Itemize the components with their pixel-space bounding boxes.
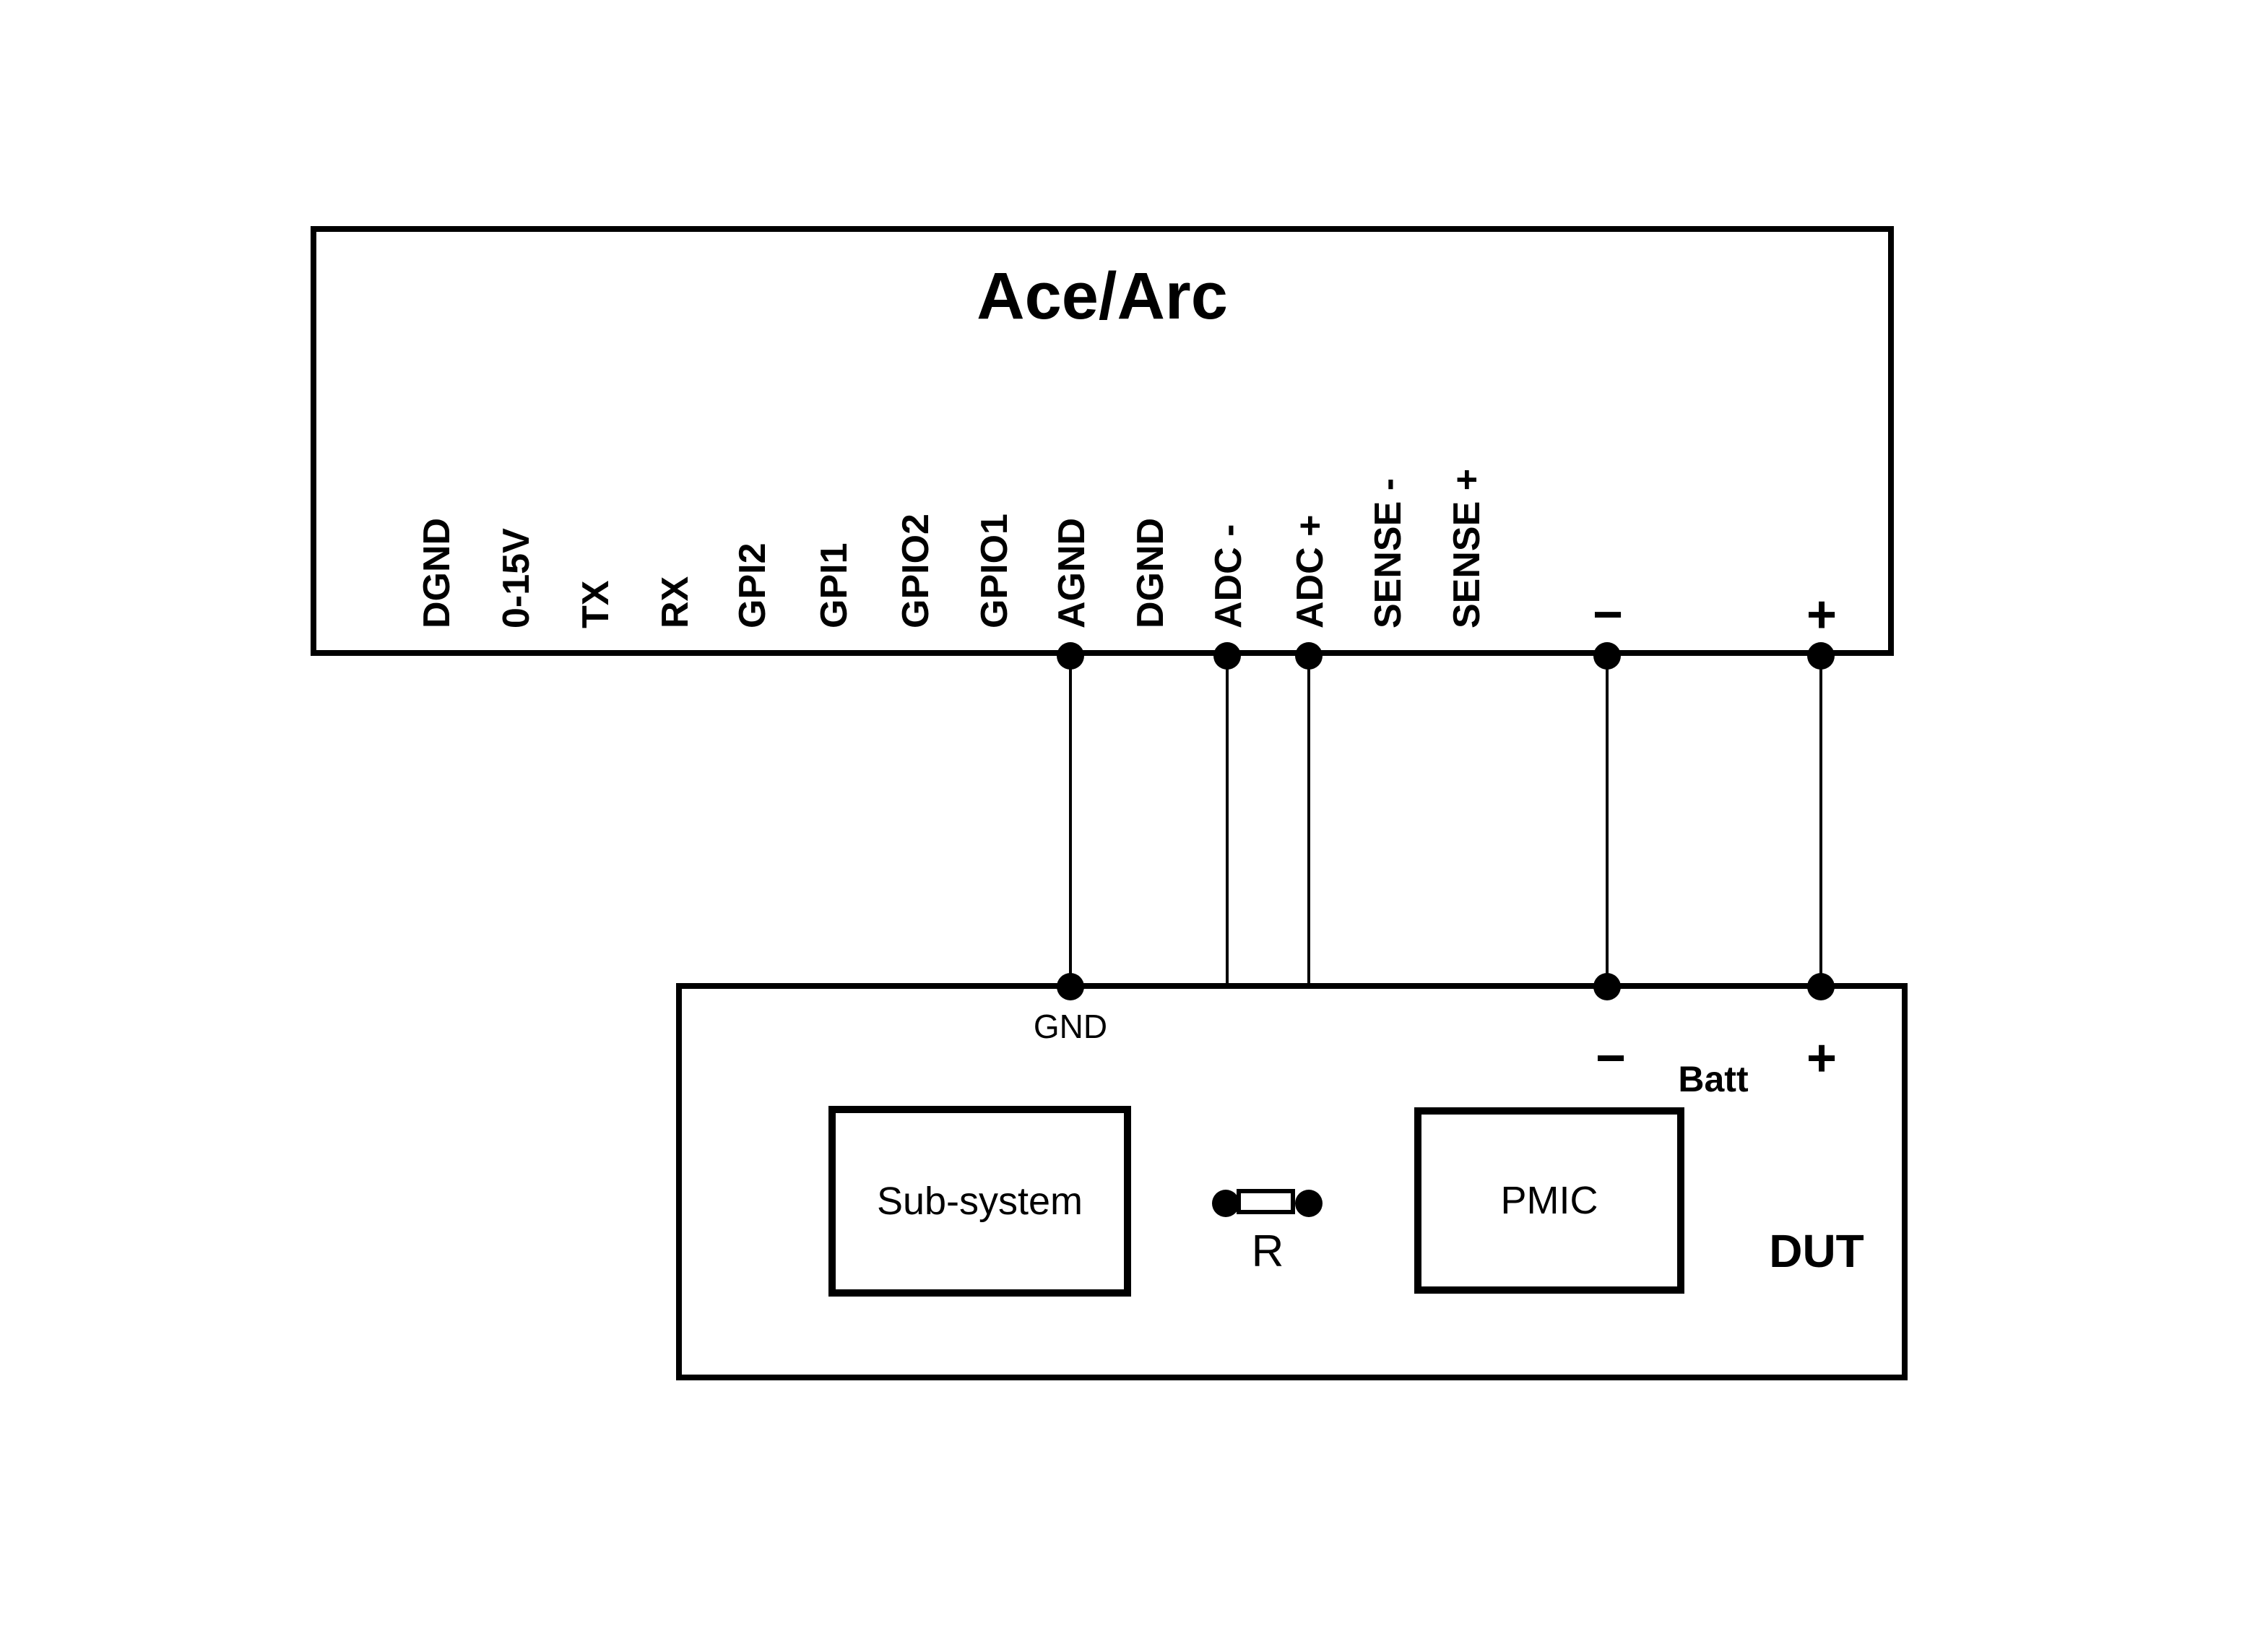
- pin-label-gpi1: GPI1: [813, 542, 855, 629]
- connection-wire: [1069, 656, 1072, 987]
- ace-arc-box: [311, 226, 1894, 656]
- pmic-label: PMIC: [1500, 1179, 1598, 1222]
- pin-label-agnd: AGND: [1051, 517, 1093, 628]
- dut-minus-terminal-label: −: [1595, 1029, 1627, 1087]
- ace-minus-terminal-label: −: [1592, 586, 1624, 644]
- junction-dot: [1212, 1190, 1239, 1217]
- connection-wire: [1307, 656, 1310, 1203]
- dut-gnd-label: GND: [1033, 1008, 1108, 1045]
- pin-label-0-15v: 0-15V: [495, 528, 537, 628]
- pin-label-adc-: ADC +: [1289, 514, 1331, 628]
- pin-label-rx: RX: [654, 576, 696, 628]
- junction-dot: [1807, 973, 1835, 1000]
- resistor-symbol: [1237, 1189, 1295, 1214]
- pin-label-gpio2: GPIO2: [895, 514, 937, 628]
- pin-label-dgnd: DGND: [1130, 517, 1172, 628]
- connection-wire: [1819, 656, 1822, 987]
- junction-dot: [1057, 973, 1084, 1000]
- resistor-label: R: [1251, 1227, 1284, 1276]
- subsystem-label: Sub-system: [876, 1180, 1083, 1223]
- junction-dot: [1295, 642, 1323, 670]
- pin-label-gpi2: GPI2: [732, 542, 774, 629]
- junction-dot: [1057, 642, 1084, 670]
- junction-dot: [1593, 973, 1621, 1000]
- pin-label-sense-: SENSE -: [1367, 477, 1409, 628]
- dut-plus-terminal-label: +: [1806, 1029, 1838, 1087]
- ace-plus-terminal-label: +: [1806, 586, 1838, 644]
- junction-dot: [1593, 642, 1621, 670]
- pin-label-gpio1: GPIO1: [974, 514, 1016, 628]
- connection-wire: [1226, 656, 1229, 1203]
- pin-label-dgnd: DGND: [416, 517, 458, 628]
- junction-dot: [1295, 1190, 1323, 1217]
- dut-batt-label: Batt: [1678, 1059, 1749, 1099]
- pmic-box: PMIC: [1414, 1107, 1684, 1294]
- dut-label: DUT: [1769, 1225, 1864, 1277]
- connection-wire: [1606, 656, 1609, 987]
- junction-dot: [1213, 642, 1241, 670]
- pin-label-adc-: ADC -: [1208, 524, 1250, 628]
- pin-label-tx: TX: [575, 580, 617, 628]
- ace-arc-title: Ace/Arc: [977, 259, 1228, 333]
- pin-label-sense-: SENSE +: [1446, 468, 1488, 628]
- subsystem-box: Sub-system: [828, 1106, 1131, 1297]
- junction-dot: [1807, 642, 1835, 670]
